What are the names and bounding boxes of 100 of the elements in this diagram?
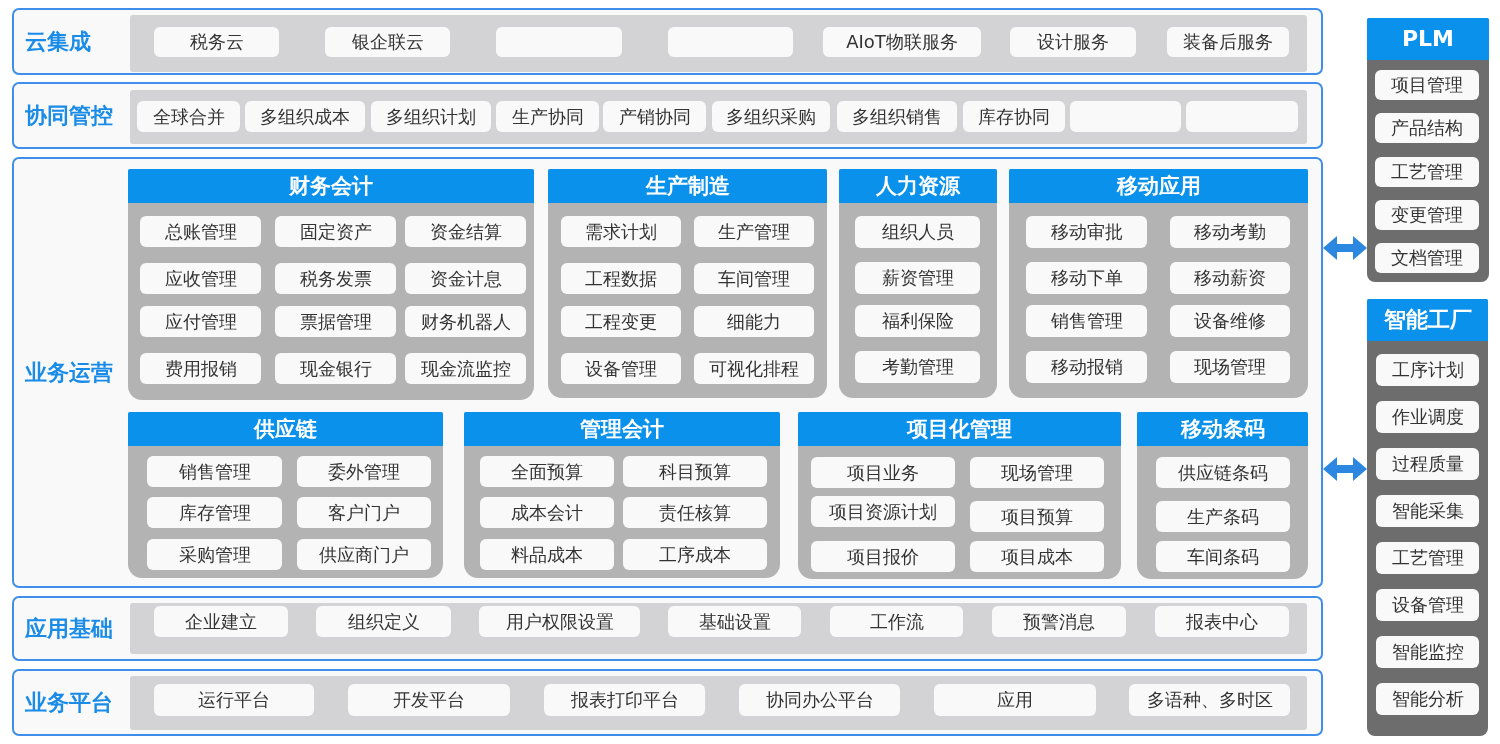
double-arrow <box>1323 236 1367 260</box>
module-panel <box>128 169 534 400</box>
module-panel <box>798 412 1121 579</box>
module-panel <box>1009 169 1308 398</box>
panel-header: 供应链 <box>128 412 443 446</box>
feature-tag: 供应商门户 <box>297 539 431 570</box>
feature-tag: 产品结构 <box>1375 113 1479 143</box>
feature-tag: 用户权限设置 <box>479 606 640 637</box>
feature-tag: 供应链条码 <box>1156 457 1290 488</box>
feature-tag: 现场管理 <box>1170 351 1290 383</box>
layer-label: 协同管控 <box>25 101 113 130</box>
feature-tag: 薪资管理 <box>855 262 980 294</box>
feature-tag: 多语种、多时区 <box>1129 684 1290 716</box>
side-panel <box>1367 299 1488 736</box>
module-panel <box>548 169 827 398</box>
layer-label: 应用基础 <box>25 614 113 643</box>
feature-tag: 工作流 <box>830 606 963 637</box>
feature-tag: 项目管理 <box>1375 70 1479 100</box>
feature-tag: 文档管理 <box>1375 243 1479 273</box>
feature-tag: 库存协同 <box>963 101 1065 132</box>
panel-header: 智能工厂 <box>1367 299 1488 341</box>
layer-label: 业务平台 <box>25 688 113 717</box>
feature-tag: 全面预算 <box>480 456 614 487</box>
feature-tag: 应收管理 <box>140 263 261 294</box>
panel-header: 管理会计 <box>464 412 780 446</box>
feature-tag: 设备管理 <box>1376 589 1479 621</box>
panel-header: 人力资源 <box>839 169 997 203</box>
blank-tag <box>1070 101 1181 132</box>
feature-tag: 费用报销 <box>140 353 261 384</box>
feature-tag: 移动报销 <box>1026 351 1147 383</box>
module-panel <box>1137 412 1308 579</box>
feature-tag: 项目成本 <box>970 541 1104 572</box>
layer-band <box>12 596 1323 661</box>
feature-tag: 基础设置 <box>668 606 801 637</box>
feature-tag: 移动下单 <box>1026 262 1147 294</box>
feature-tag: 全球合并 <box>137 101 240 132</box>
feature-tag: 考勤管理 <box>855 351 980 383</box>
feature-tag: 财务机器人 <box>405 306 526 337</box>
feature-tag: 生产协同 <box>496 101 599 132</box>
feature-tag: 项目报价 <box>811 541 955 572</box>
panel-header: 移动应用 <box>1009 169 1308 203</box>
feature-tag: 变更管理 <box>1375 200 1479 230</box>
layer-band <box>12 8 1323 75</box>
feature-tag: 多组织计划 <box>371 101 491 132</box>
feature-tag: 移动考勤 <box>1170 216 1290 248</box>
panel-header: 移动条码 <box>1137 412 1308 446</box>
feature-tag: 运行平台 <box>154 684 314 716</box>
feature-tag: 装备后服务 <box>1167 27 1289 57</box>
feature-tag: 科目预算 <box>623 456 767 487</box>
feature-tag: 多组织销售 <box>837 101 957 132</box>
feature-tag: 应付管理 <box>140 306 261 337</box>
feature-tag: 委外管理 <box>297 456 431 487</box>
feature-tag: 协同办公平台 <box>739 684 900 716</box>
panel-header: PLM <box>1367 18 1489 60</box>
feature-tag: 工序计划 <box>1376 354 1479 386</box>
feature-tag: 福利保险 <box>855 305 980 337</box>
feature-tag: 细能力 <box>694 306 814 337</box>
feature-tag: 企业建立 <box>154 606 288 637</box>
feature-tag: 票据管理 <box>275 306 396 337</box>
feature-tag: 项目预算 <box>970 501 1104 532</box>
feature-tag: 银企联云 <box>325 27 450 57</box>
feature-tag: 多组织成本 <box>245 101 365 132</box>
feature-tag: 产销协同 <box>603 101 706 132</box>
blank-tag <box>668 27 793 57</box>
feature-tag: 资金结算 <box>405 216 526 247</box>
feature-tag: 责任核算 <box>623 497 767 528</box>
feature-tag: 生产管理 <box>694 216 814 247</box>
feature-tag: 销售管理 <box>147 456 282 487</box>
feature-tag: 组织定义 <box>316 606 451 637</box>
feature-tag: 设计服务 <box>1010 27 1136 57</box>
feature-tag: 资金计息 <box>405 263 526 294</box>
panel-header: 生产制造 <box>548 169 827 203</box>
layer-label: 云集成 <box>25 27 91 56</box>
feature-tag: 工艺管理 <box>1376 542 1479 574</box>
feature-tag: 移动薪资 <box>1170 262 1290 294</box>
feature-tag: 智能采集 <box>1376 495 1479 527</box>
feature-tag: 工程数据 <box>561 263 681 294</box>
feature-tag: 工序成本 <box>623 539 767 570</box>
feature-tag: 智能分析 <box>1376 683 1479 715</box>
feature-tag: 报表中心 <box>1155 606 1289 637</box>
feature-tag: 需求计划 <box>561 216 681 247</box>
feature-tag: 销售管理 <box>1026 305 1147 337</box>
feature-tag: 设备维修 <box>1170 305 1290 337</box>
feature-tag: 项目业务 <box>811 457 955 488</box>
feature-tag: 税务云 <box>154 27 279 57</box>
layer-band <box>12 669 1323 736</box>
feature-tag: 设备管理 <box>561 353 681 384</box>
feature-tag: 成本会计 <box>480 497 614 528</box>
feature-tag: 固定资产 <box>275 216 396 247</box>
feature-tag: 多组织采购 <box>712 101 830 132</box>
feature-tag: 现金流监控 <box>405 353 526 384</box>
module-panel <box>839 169 997 398</box>
side-panel <box>1367 18 1489 282</box>
feature-tag: 开发平台 <box>348 684 510 716</box>
feature-tag: AIoT物联服务 <box>823 27 981 57</box>
blank-tag <box>496 27 622 57</box>
module-panel <box>464 412 780 578</box>
feature-tag: 客户门户 <box>297 497 431 528</box>
feature-tag: 税务发票 <box>275 263 396 294</box>
feature-tag: 工艺管理 <box>1375 157 1479 187</box>
